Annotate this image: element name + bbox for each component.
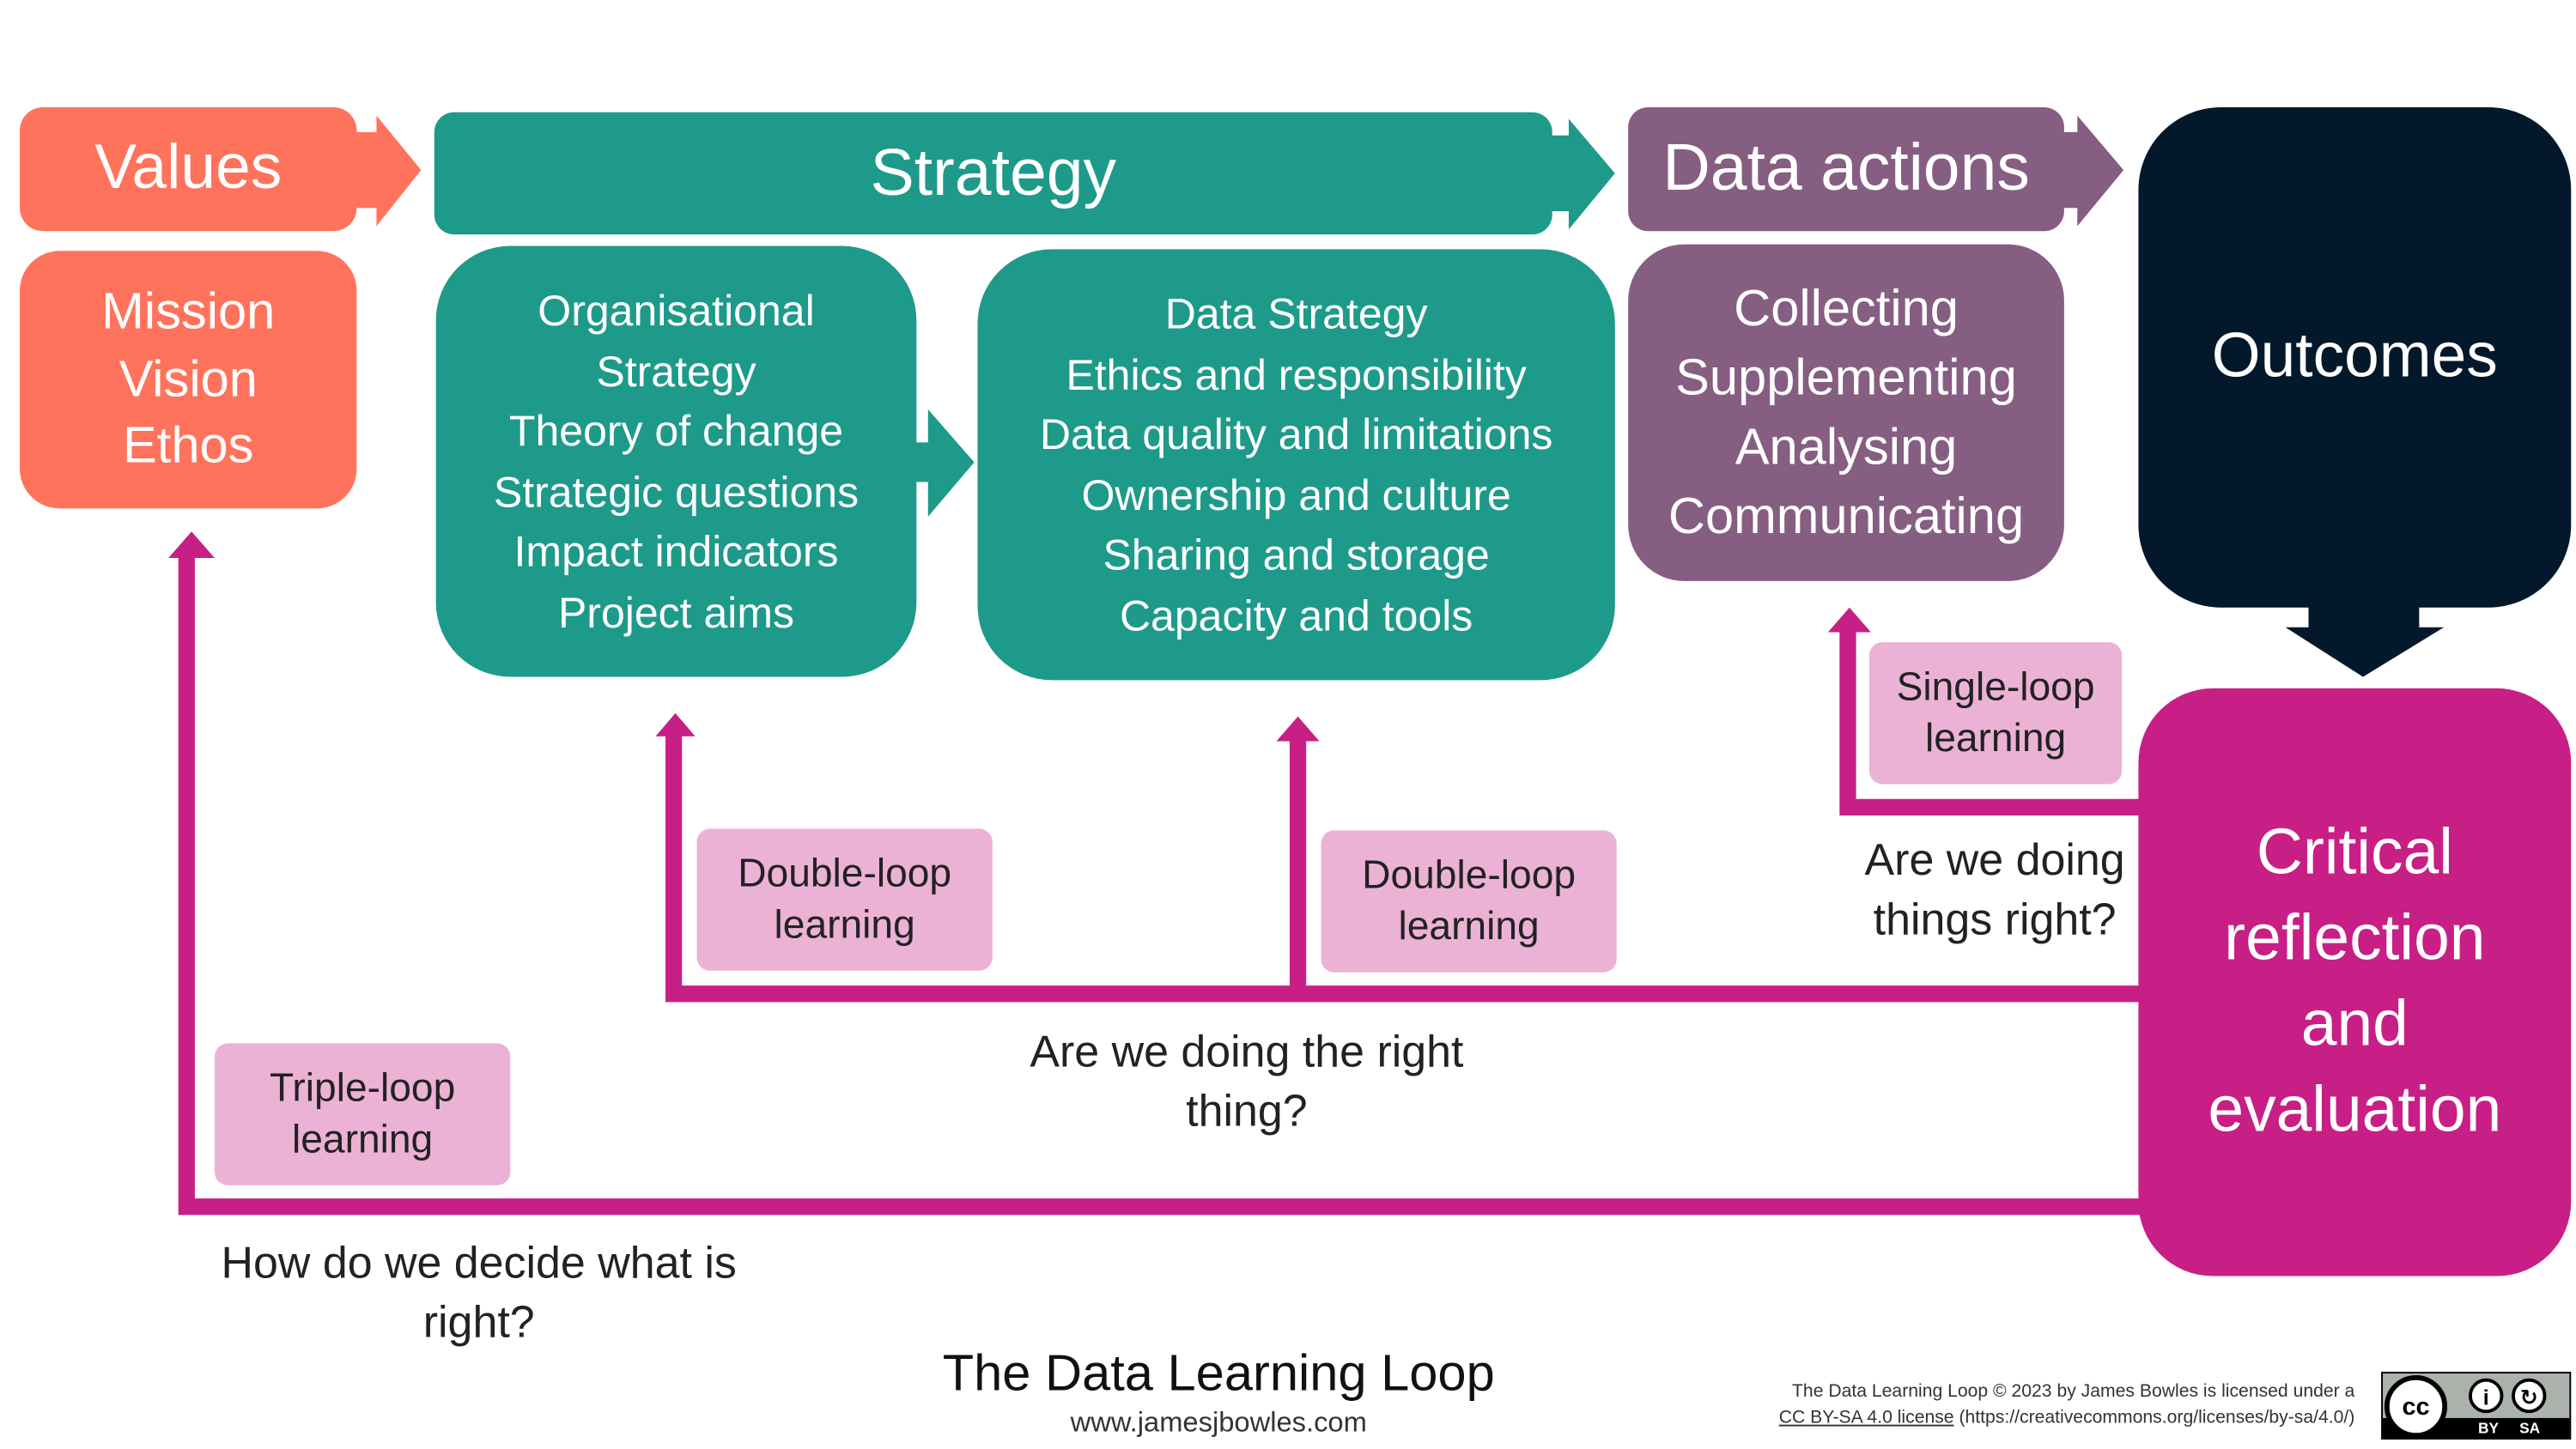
org-strategy-item: Strategic questions bbox=[493, 466, 860, 516]
cc-by-sa-badge: cc i ↻ BY SA bbox=[2381, 1372, 2572, 1440]
label-line: Triple-loop bbox=[269, 1066, 456, 1112]
data-actions-arrow bbox=[2056, 115, 2124, 227]
vision-text: Vision bbox=[118, 349, 258, 408]
strategy-header: Strategy bbox=[434, 112, 1552, 235]
license-line: The Data Learning Loop © 2023 by James B… bbox=[1792, 1381, 2355, 1402]
data-action-item: Communicating bbox=[1668, 487, 2025, 545]
critical-text: Critical bbox=[2256, 816, 2453, 888]
label-line: learning bbox=[291, 1117, 434, 1162]
critical-text: reflection bbox=[2224, 902, 2486, 974]
data-action-item: Collecting bbox=[1734, 279, 1959, 337]
label-line: learning bbox=[774, 902, 915, 948]
license-notice: The Data Learning Loop © 2023 by James B… bbox=[1585, 1380, 2355, 1432]
values-label: Values bbox=[94, 133, 283, 203]
question-line: things right? bbox=[1873, 894, 2117, 945]
data-action-item: Supplementing bbox=[1675, 348, 2017, 407]
triple-loop-line bbox=[178, 553, 2148, 1216]
triple-loop-question: How do we decide what is right? bbox=[165, 1234, 793, 1352]
org-to-data-strategy-arrow bbox=[911, 409, 975, 517]
critical-reflection-box: Critical reflection and evaluation bbox=[2138, 688, 2572, 1276]
critical-text: evaluation bbox=[2208, 1074, 2502, 1146]
single-loop-question: Are we doing things right? bbox=[1830, 830, 2160, 949]
question-line: How do we decide what is bbox=[221, 1238, 737, 1288]
data-actions-box: Collecting Supplementing Analysing Commu… bbox=[1628, 244, 2064, 581]
single-loop-line bbox=[1839, 628, 2148, 816]
ethos-text: Ethos bbox=[123, 416, 254, 475]
org-strategy-item: Impact indicators bbox=[513, 526, 839, 577]
double-loop-label-1: Double-loop learning bbox=[696, 828, 993, 971]
label-line: learning bbox=[1398, 904, 1540, 949]
double-loop-label-2: Double-loop learning bbox=[1321, 830, 1617, 973]
triple-loop-arrowhead bbox=[168, 531, 216, 559]
critical-text: and bbox=[2300, 988, 2409, 1060]
org-strategy-title: Organisational bbox=[538, 285, 815, 336]
data-actions-label: Data actions bbox=[1662, 131, 2030, 205]
question-line: thing? bbox=[1186, 1086, 1308, 1137]
share-alike-icon: ↻ bbox=[2512, 1378, 2547, 1414]
data-strategy-item: Data quality and limitations bbox=[1039, 409, 1553, 459]
single-loop-label: Single-loop learning bbox=[1868, 642, 2123, 785]
diagram-title: The Data Learning Loop bbox=[942, 1343, 1495, 1402]
values-box: Mission Vision Ethos bbox=[20, 251, 357, 509]
question-line: Are we doing bbox=[1864, 835, 2125, 885]
data-actions-header: Data actions bbox=[1628, 107, 2064, 232]
label-line: learning bbox=[1924, 716, 2067, 761]
double-loop-line bbox=[665, 734, 2148, 1003]
double-loop-arrowhead-1 bbox=[655, 712, 696, 737]
outcomes-label: Outcomes bbox=[2211, 322, 2498, 391]
label-line: Double-loop bbox=[738, 852, 952, 897]
outcomes-box: Outcomes bbox=[2138, 107, 2572, 608]
strategy-arrow bbox=[1544, 118, 1615, 230]
data-strategy-title: Data Strategy bbox=[1164, 288, 1428, 339]
data-strategy-box: Data Strategy Ethics and responsibility … bbox=[977, 249, 1615, 681]
label-line: Single-loop bbox=[1896, 665, 2095, 710]
question-line: Are we doing the right bbox=[1030, 1027, 1464, 1076]
website-url: www.jamesjbowles.com bbox=[1070, 1406, 1367, 1439]
data-action-item: Analysing bbox=[1735, 417, 1958, 476]
by-label: BY bbox=[2478, 1419, 2500, 1437]
cc-icon: cc bbox=[2384, 1374, 2448, 1439]
single-loop-arrowhead bbox=[1827, 607, 1871, 633]
mission-text: Mission bbox=[101, 282, 276, 340]
data-strategy-item: Sharing and storage bbox=[1103, 530, 1490, 580]
values-arrow bbox=[346, 115, 422, 227]
values-header: Values bbox=[20, 107, 357, 232]
double-loop-arrowhead-2 bbox=[1276, 716, 1320, 742]
license-link[interactable]: CC BY-SA 4.0 license bbox=[1778, 1407, 1954, 1428]
license-url: (https://creativecommons.org/licenses/by… bbox=[1959, 1407, 2355, 1428]
data-strategy-item: Ownership and culture bbox=[1081, 470, 1511, 519]
triple-loop-label: Triple-loop learning bbox=[215, 1043, 511, 1185]
data-strategy-item: Capacity and tools bbox=[1119, 590, 1473, 640]
org-strategy-item: Theory of change bbox=[508, 406, 844, 456]
outcomes-down-arrow bbox=[2285, 594, 2445, 677]
org-strategy-title-2: Strategy bbox=[596, 345, 756, 396]
strategy-label: Strategy bbox=[870, 136, 1116, 209]
question-line: right? bbox=[422, 1297, 535, 1348]
attribution-icon: i bbox=[2469, 1378, 2504, 1414]
org-strategy-item: Project aims bbox=[557, 586, 795, 637]
data-strategy-item: Ethics and responsibility bbox=[1066, 349, 1527, 399]
sa-label: SA bbox=[2519, 1419, 2541, 1437]
label-line: Double-loop bbox=[1362, 853, 1577, 899]
organisational-strategy-box: Organisational Strategy Theory of change… bbox=[435, 246, 917, 677]
double-loop-question: Are we doing the right thing? bbox=[957, 1022, 1535, 1140]
